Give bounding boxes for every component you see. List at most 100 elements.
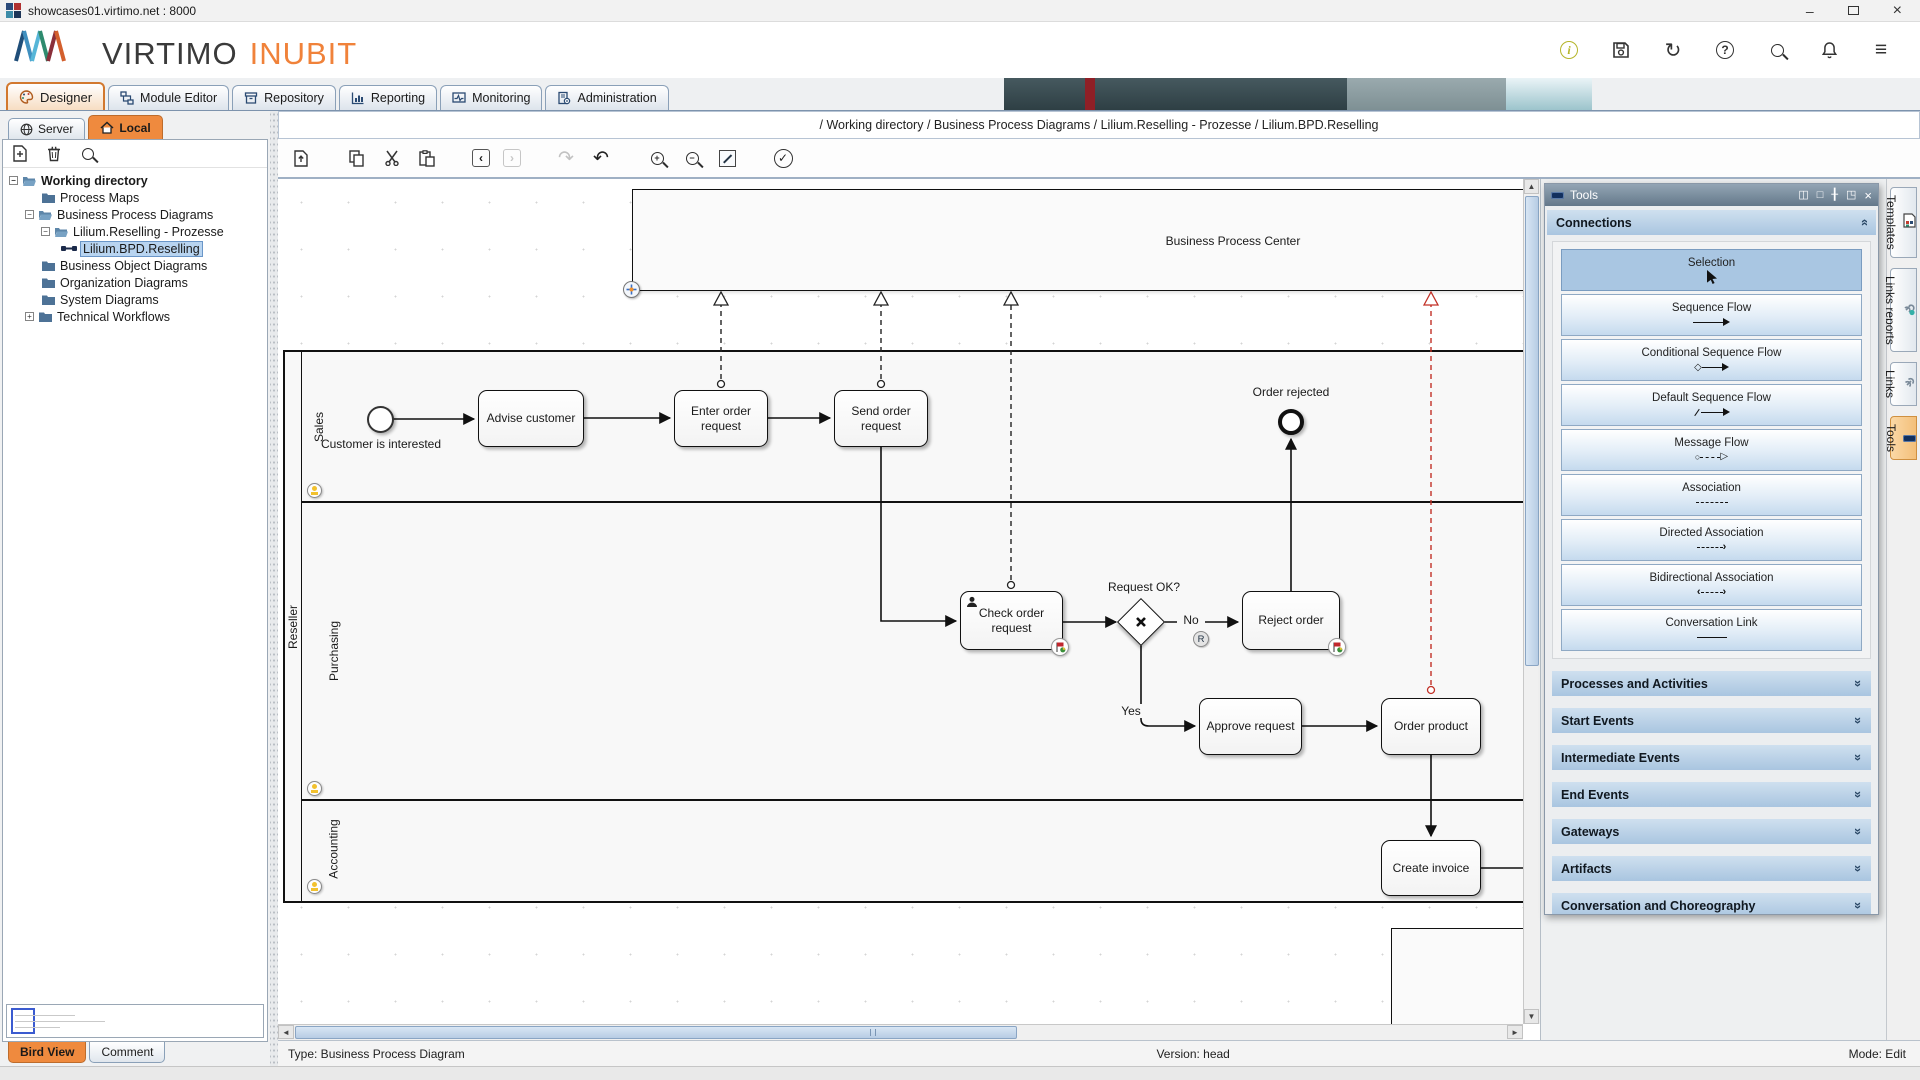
tree-item-organization-diagrams[interactable]: Organization Diagrams <box>5 274 265 291</box>
back-icon[interactable]: ‹ <box>472 149 490 167</box>
task-enter-order-request[interactable]: Enter order request <box>674 390 768 447</box>
zoom-in-icon[interactable]: + <box>646 147 668 169</box>
tree-item-technical-workflows[interactable]: + Technical Workflows <box>5 308 265 325</box>
paste-icon[interactable] <box>416 147 438 169</box>
lane-purchasing[interactable]: Purchasing <box>302 503 1523 801</box>
expand-section-icon[interactable]: » <box>1850 753 1866 762</box>
bird-view-panel[interactable] <box>6 1004 264 1038</box>
tree-item-lilium-bpd-reselling[interactable]: Lilium.BPD.Reselling <box>5 240 265 257</box>
lane-sales[interactable]: Sales <box>302 352 1523 503</box>
horizontal-scrollbar[interactable]: ◄ ► <box>278 1024 1523 1040</box>
tool-association[interactable]: Association <box>1561 474 1862 516</box>
tree-item-system-diagrams[interactable]: System Diagrams <box>5 291 265 308</box>
task-reject-order[interactable]: Reject order <box>1242 591 1346 656</box>
maximize-icon[interactable]: □ <box>1816 188 1824 201</box>
expand-section-icon[interactable]: » <box>1850 790 1866 799</box>
float-icon[interactable]: ◳ <box>1846 188 1857 201</box>
tab-administration[interactable]: Administration <box>545 85 669 110</box>
section-conversation-and-choreography[interactable]: Conversation and Choreography » <box>1552 893 1871 914</box>
flow-send-to-check[interactable] <box>880 447 958 627</box>
lane-accounting[interactable]: Accounting <box>302 801 1523 897</box>
save-icon[interactable] <box>1610 39 1632 61</box>
dock-columns-icon[interactable]: ◫ <box>1798 188 1809 201</box>
tab-templates[interactable]: Templates <box>1884 187 1917 258</box>
lane-status-icon[interactable] <box>307 483 322 498</box>
horizontal-scroll-thumb[interactable] <box>295 1026 1018 1039</box>
vertical-scroll-thumb[interactable] <box>1525 196 1539 666</box>
tools-panel-titlebar[interactable]: Tools ◫ □ ╂ ◳ × <box>1545 184 1878 206</box>
sidebar-splitter[interactable] <box>270 111 278 1066</box>
tool-message-flow[interactable]: Message Flow ○▷ <box>1561 429 1862 471</box>
diagram-canvas[interactable]: Business Process Center Reseller Sales <box>278 179 1523 1024</box>
tree-item-process-maps[interactable]: Process Maps <box>5 189 265 206</box>
import-icon[interactable] <box>290 147 312 169</box>
new-document-icon[interactable] <box>11 145 29 163</box>
copy-icon[interactable] <box>346 147 368 169</box>
collapse-icon[interactable]: − <box>9 176 18 185</box>
close-icon[interactable]: × <box>1864 187 1872 203</box>
validate-icon[interactable]: ✓ <box>772 147 794 169</box>
menu-icon[interactable]: ≡ <box>1874 38 1888 61</box>
cut-icon[interactable] <box>381 147 403 169</box>
section-end-events[interactable]: End Events » <box>1552 782 1871 807</box>
start-event-customer-interested[interactable] <box>367 406 394 433</box>
tool-conditional-sequence-flow[interactable]: Conditional Sequence Flow ◇ <box>1561 339 1862 381</box>
tab-comment[interactable]: Comment <box>89 1042 166 1063</box>
linked-report-icon[interactable] <box>1051 638 1069 656</box>
forward-icon[interactable]: › <box>503 149 521 167</box>
tab-links[interactable]: Links <box>1883 362 1917 407</box>
pool-partial-bottom[interactable] <box>1391 928 1523 1024</box>
scroll-left-icon[interactable]: ◄ <box>278 1025 294 1039</box>
section-connections[interactable]: Connections » <box>1547 210 1876 235</box>
sidebar-tab-server[interactable]: Server <box>8 118 86 139</box>
tree-item-working-directory[interactable]: − Working directory <box>5 172 265 189</box>
close-icon[interactable]: × <box>1892 1 1902 19</box>
tree-item-lilium-reselling-prozesse[interactable]: − Lilium.Reselling - Prozesse <box>5 223 265 240</box>
expand-section-icon[interactable]: » <box>1850 716 1866 725</box>
maximize-icon[interactable] <box>1847 6 1859 15</box>
expand-section-icon[interactable]: » <box>1850 827 1866 836</box>
tab-monitoring[interactable]: Monitoring <box>440 85 543 110</box>
lane-status-icon[interactable] <box>307 781 322 796</box>
tool-bidirectional-association[interactable]: Bidirectional Association ‹› <box>1561 564 1862 606</box>
expand-section-icon[interactable]: » <box>1850 901 1866 910</box>
help-icon[interactable]: ? <box>1714 39 1736 61</box>
rule-badge[interactable]: R <box>1193 631 1209 647</box>
task-send-order-request[interactable]: Send order request <box>834 390 928 447</box>
collapse-section-icon[interactable]: » <box>1855 218 1871 227</box>
info-icon[interactable]: i <box>1558 39 1580 61</box>
tool-default-sequence-flow[interactable]: Default Sequence Flow <box>1561 384 1862 426</box>
tree-item-business-object-diagrams[interactable]: Business Object Diagrams <box>5 257 265 274</box>
scroll-right-icon[interactable]: ► <box>1507 1025 1523 1039</box>
task-order-product[interactable]: Order product <box>1381 698 1481 755</box>
expand-section-icon[interactable]: » <box>1850 679 1866 688</box>
flow-yes-to-approve[interactable] <box>1140 644 1197 732</box>
pool-status-icon[interactable] <box>623 281 640 298</box>
pool-business-process-center[interactable]: Business Process Center <box>632 189 1523 291</box>
tab-repository[interactable]: Repository <box>232 85 336 110</box>
undo-icon[interactable]: ↶ <box>593 147 609 169</box>
tool-directed-association[interactable]: Directed Association › <box>1561 519 1862 561</box>
notifications-icon[interactable] <box>1818 39 1840 61</box>
task-advise-customer[interactable]: Advise customer <box>478 390 584 447</box>
minimize-icon[interactable]: – <box>1805 2 1814 19</box>
collapse-icon[interactable]: − <box>41 227 50 236</box>
tab-module-editor[interactable]: Module Editor <box>108 85 230 110</box>
task-create-invoice[interactable]: Create invoice <box>1381 840 1481 896</box>
expand-icon[interactable]: + <box>25 312 34 321</box>
fit-view-icon[interactable] <box>716 147 738 169</box>
scroll-up-icon[interactable]: ▲ <box>1524 179 1539 194</box>
delete-icon[interactable] <box>45 145 63 163</box>
tab-bird-view[interactable]: Bird View <box>8 1042 87 1063</box>
tab-links-reports[interactable]: Links reports <box>1883 267 1917 353</box>
search-icon[interactable] <box>1766 39 1788 61</box>
zoom-out-icon[interactable]: − <box>681 147 703 169</box>
section-processes-and-activities[interactable]: Processes and Activities » <box>1552 671 1871 696</box>
collapse-icon[interactable]: − <box>25 210 34 219</box>
section-start-events[interactable]: Start Events » <box>1552 708 1871 733</box>
lane-status-icon[interactable] <box>307 879 322 894</box>
search-icon[interactable] <box>79 145 97 163</box>
pin-icon[interactable]: ╂ <box>1831 188 1838 201</box>
refresh-icon[interactable]: ↻ <box>1664 39 1682 62</box>
section-gateways[interactable]: Gateways » <box>1552 819 1871 844</box>
